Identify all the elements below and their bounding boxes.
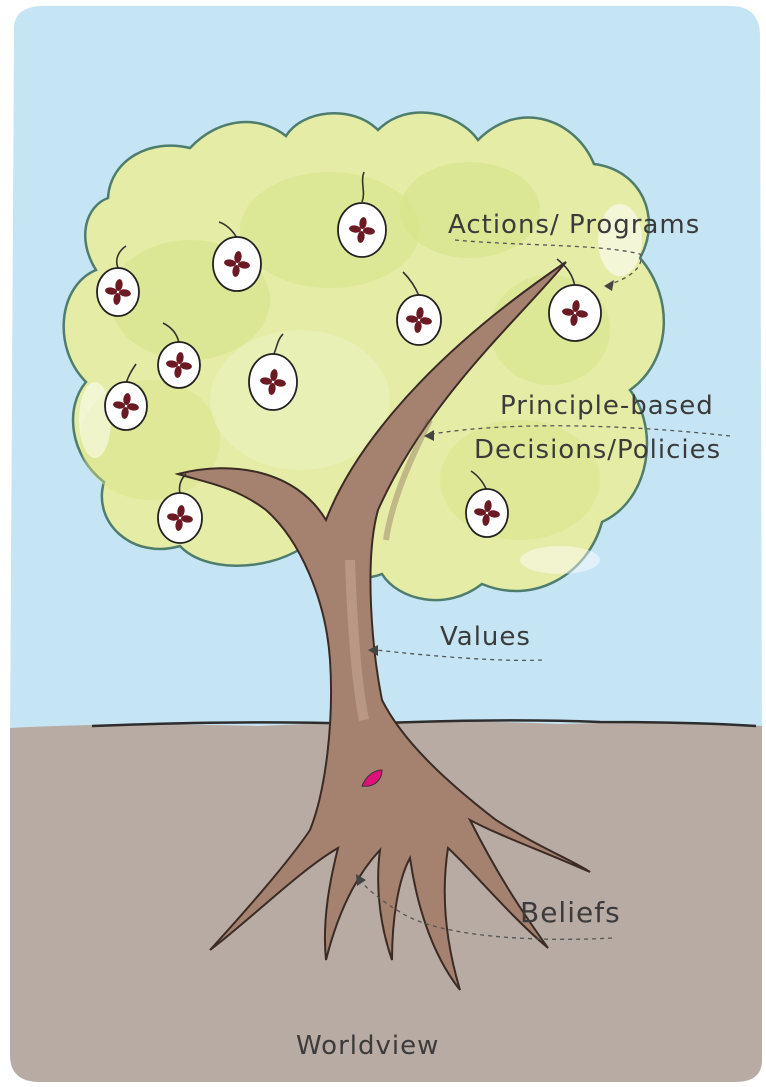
label-beliefs: Beliefs [520,896,621,929]
heart-icon [361,769,383,787]
fruit-icon [337,171,387,258]
label-actions-programs: Actions/ Programs [448,210,700,240]
horizon-line [91,719,757,728]
fruit-icon [548,258,602,342]
fruit-icon [396,271,442,346]
fruit-icon [212,221,262,292]
fruit-icon [96,245,140,317]
tree-trunk [174,261,591,991]
label-principle-based: Principle-based [500,391,714,421]
fruit-icon [248,333,298,411]
actions-arrow [454,239,642,291]
fruit-icon [465,470,509,538]
fruit-icon [157,322,201,389]
beliefs-arrow [356,874,613,940]
values-arrow [368,645,543,662]
label-values: Values [440,622,531,652]
fruit-icon [157,473,203,544]
fruit-icon [104,363,148,431]
principles-arrow [424,425,731,441]
label-decisions-policies: Decisions/Policies [474,435,721,465]
label-worldview: Worldview [296,1031,439,1061]
